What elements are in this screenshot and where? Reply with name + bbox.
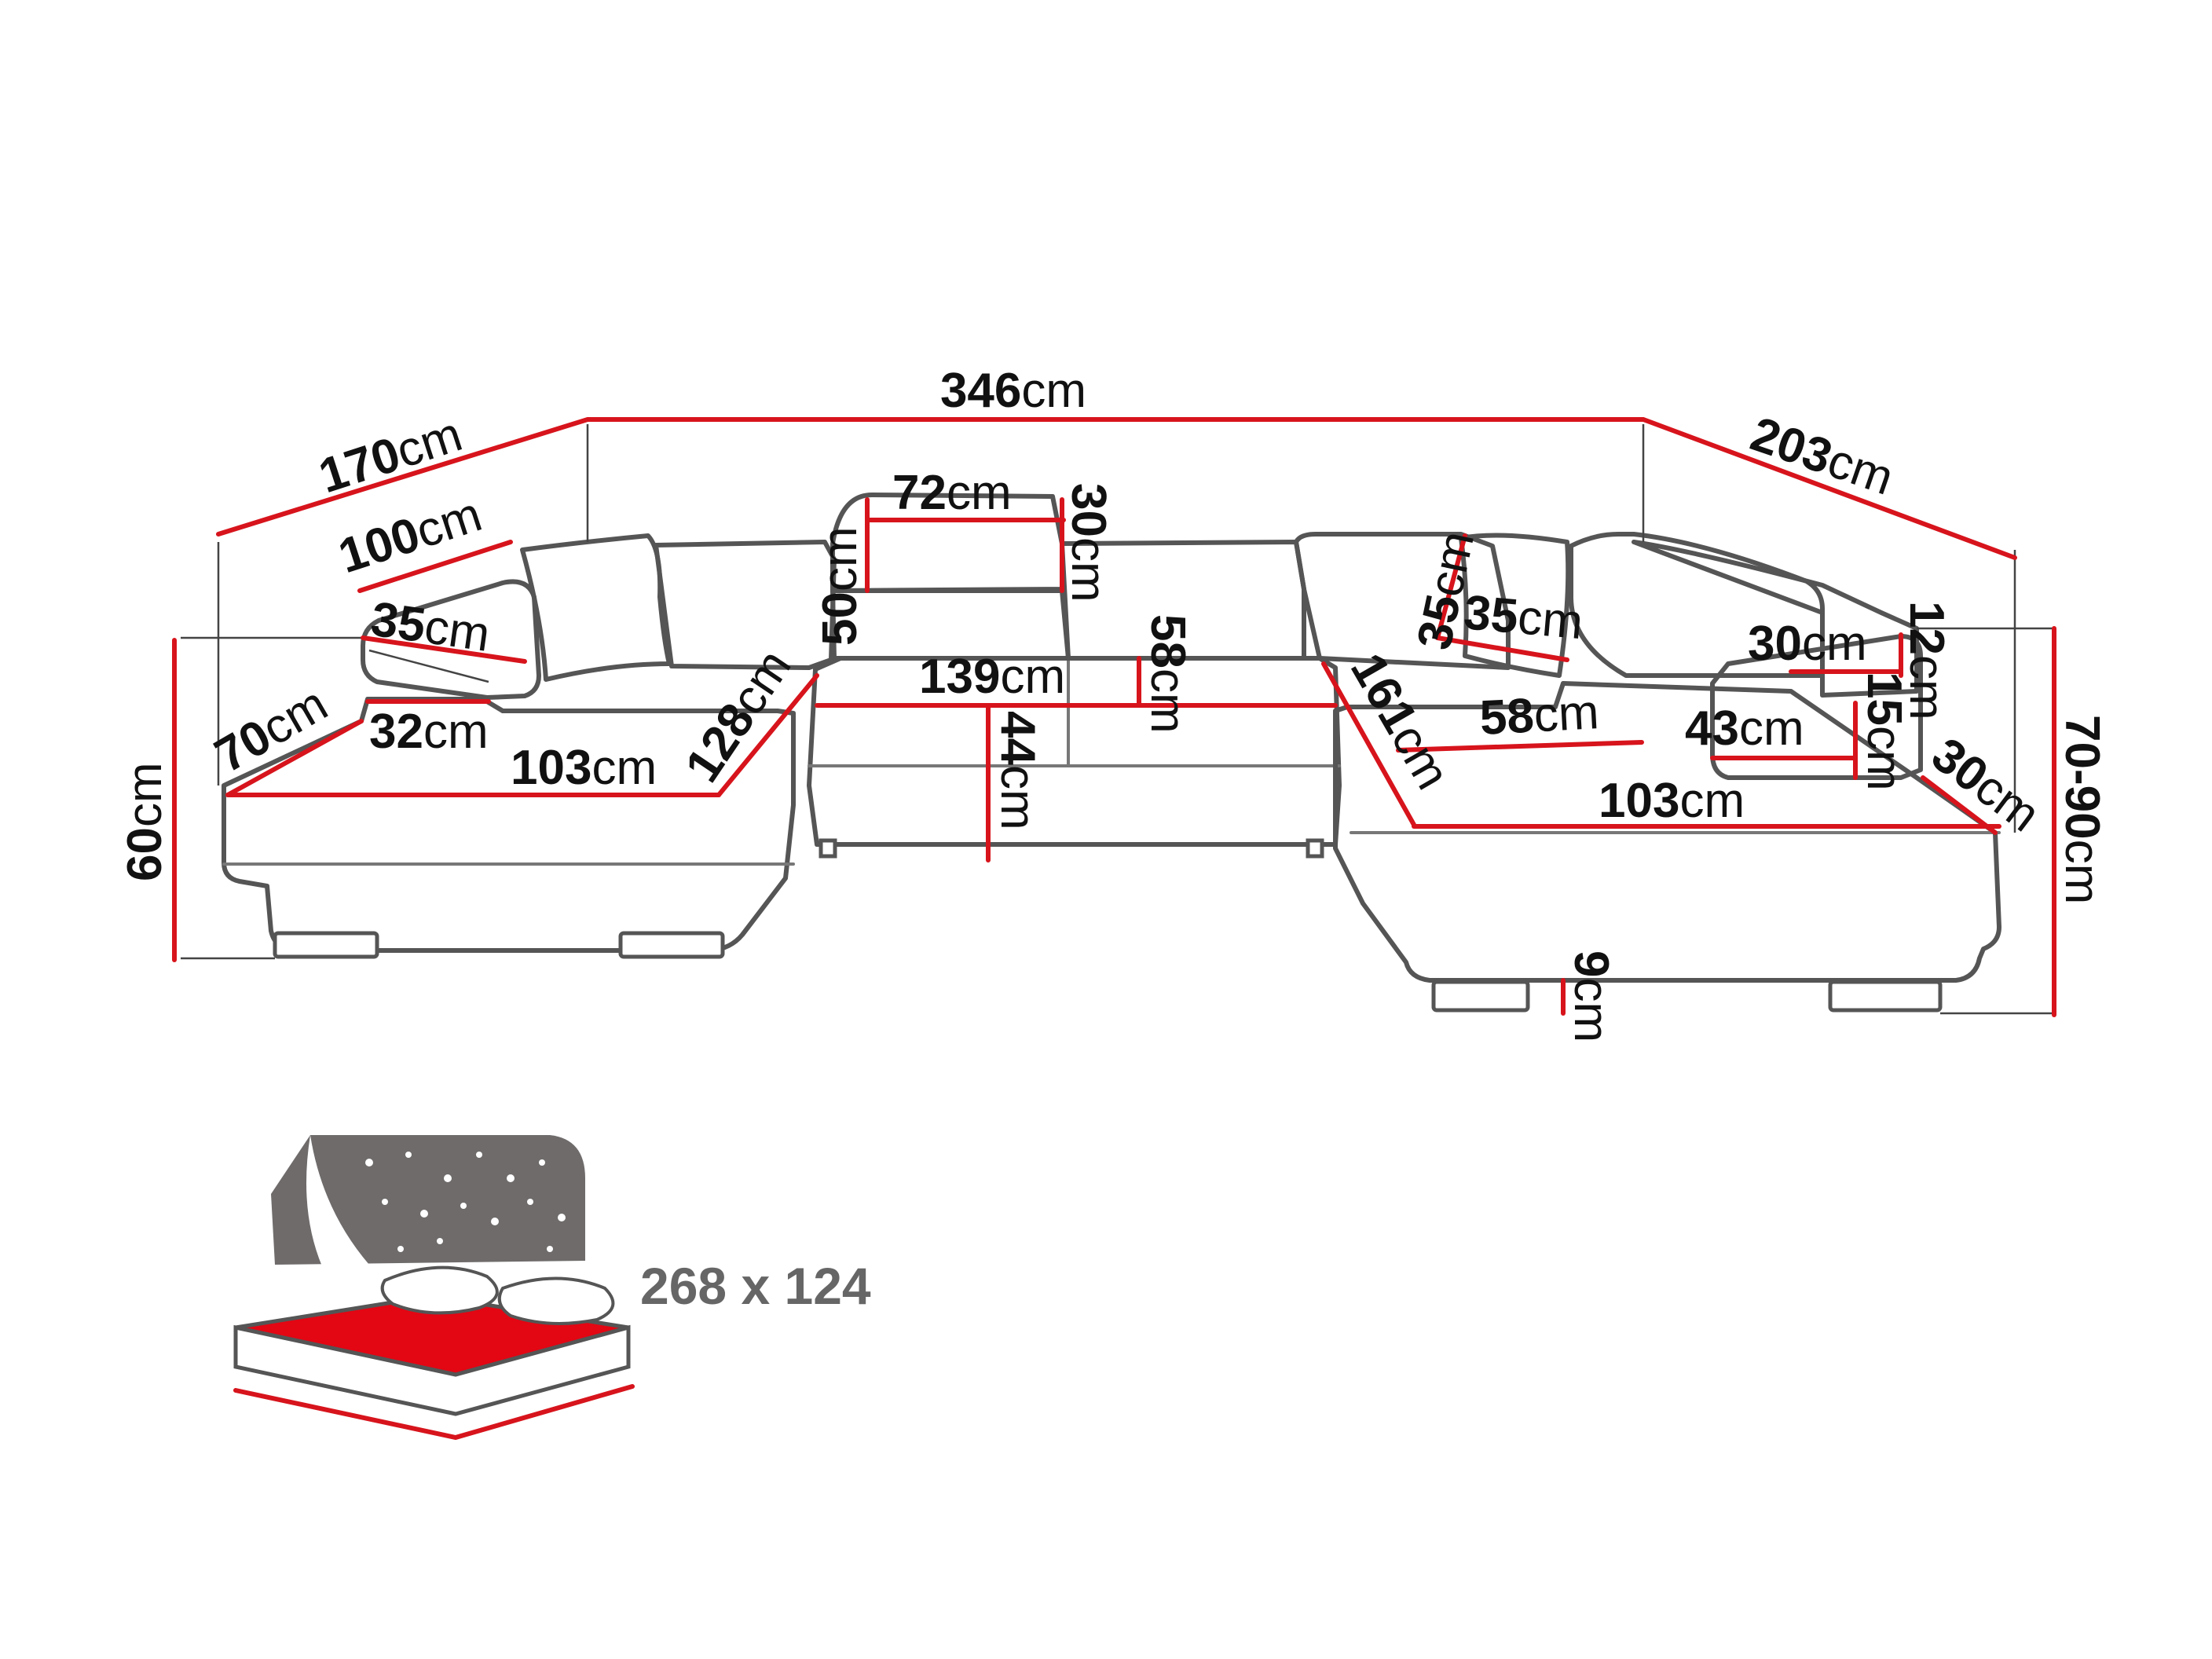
dim-line [1321,661,1416,827]
dim-label-center-width: 139cm [919,650,1065,704]
bed-size-text: 268 x 124 [640,1257,871,1315]
moon-crescent [306,1135,369,1266]
left-back-section [654,540,837,670]
dim-line [1435,635,1569,662]
dimension-lines [172,417,2056,1017]
star [365,1159,373,1166]
dim-label-right-cushion-height: 35cm [1407,526,1485,654]
star [420,1210,428,1218]
dim-label-seat-height: 44cm [991,711,1045,830]
leg [1431,980,1530,1013]
dim-label-armrest-offset: 32cm [369,705,489,759]
dim-label-back-height: 50cm [813,526,867,646]
center-left-back [830,588,1071,661]
stars [365,1152,566,1252]
right-cushion [1459,533,1571,678]
dim-label-right-armrest-width: 30cm [1748,617,1867,671]
leg [273,931,379,959]
armrest-seam [368,649,489,683]
center-right-back [1294,532,1511,670]
dim-label-overall-width: 346cm [940,364,1086,418]
leg [819,838,837,859]
dim-label-armrest-depth: 43cm [1685,701,1804,756]
dim-line [1921,775,1998,835]
dim-label-right-armrest-height: 12cm [1899,601,1954,720]
star [397,1246,404,1252]
left-cushion [520,533,672,682]
star [444,1174,452,1182]
dim-label-seat-depth: 58cm [1141,614,1195,734]
overall-width-line [216,417,2017,560]
sofa-outline [222,493,2001,1013]
night-sky-panel [271,1135,585,1265]
leg [1828,980,1943,1013]
dim-label-left-depth: 170cm [313,407,468,504]
center-seat [807,656,1342,847]
dim-label-headrest-height: 30cm [1061,483,1115,602]
bed-dimension-line [233,1384,635,1441]
dim-line [716,673,819,797]
dim-label-armrest-thickness: 15cm [1857,672,1911,791]
dim-line [225,719,364,797]
dim-line [357,540,513,593]
dim-label-right-chaise-width: 103cm [1599,774,1745,828]
star [547,1246,553,1252]
dim-label-right-cushion-width: 35cm [1462,585,1585,650]
star [476,1152,482,1158]
dim-label-left-chaise-width: 103cm [511,741,657,795]
star [382,1199,388,1205]
dim-line [1396,740,1644,753]
star [539,1159,545,1166]
star [527,1199,533,1205]
dim-label-leg-height: 9cm [1564,950,1618,1042]
right-chaise [1333,681,2001,983]
star [437,1238,443,1244]
dim-label-right-height: 70-90cm [2055,715,2109,904]
leg [1306,838,1324,859]
dim-label-armrest-length: 100cm [332,487,488,584]
mattress-side [233,1324,631,1416]
dim-line [361,635,527,664]
pillow [380,1265,499,1315]
reference-lines [181,424,2054,1015]
star [558,1214,566,1221]
dim-label-armrest-width: 35cm [368,592,493,662]
bed-with-pillows-icon: 268 x 124 [233,1135,871,1441]
pillow [497,1276,615,1325]
star [405,1152,412,1158]
dim-label-right-depth: 203cm [1744,407,1899,506]
leg [618,931,725,959]
dim-line [1435,533,1467,640]
star [460,1203,467,1209]
center-middle-back [1060,540,1306,661]
star [507,1174,515,1182]
dim-label-right-seat-depth: 58cm [1478,685,1600,745]
dim-label-chaise-side: 70cm [207,677,337,784]
dim-label-left-height: 60cm [118,762,172,881]
dim-label-headrest-width: 72cm [892,466,1012,520]
left-armrest [361,579,541,700]
star [491,1218,499,1225]
